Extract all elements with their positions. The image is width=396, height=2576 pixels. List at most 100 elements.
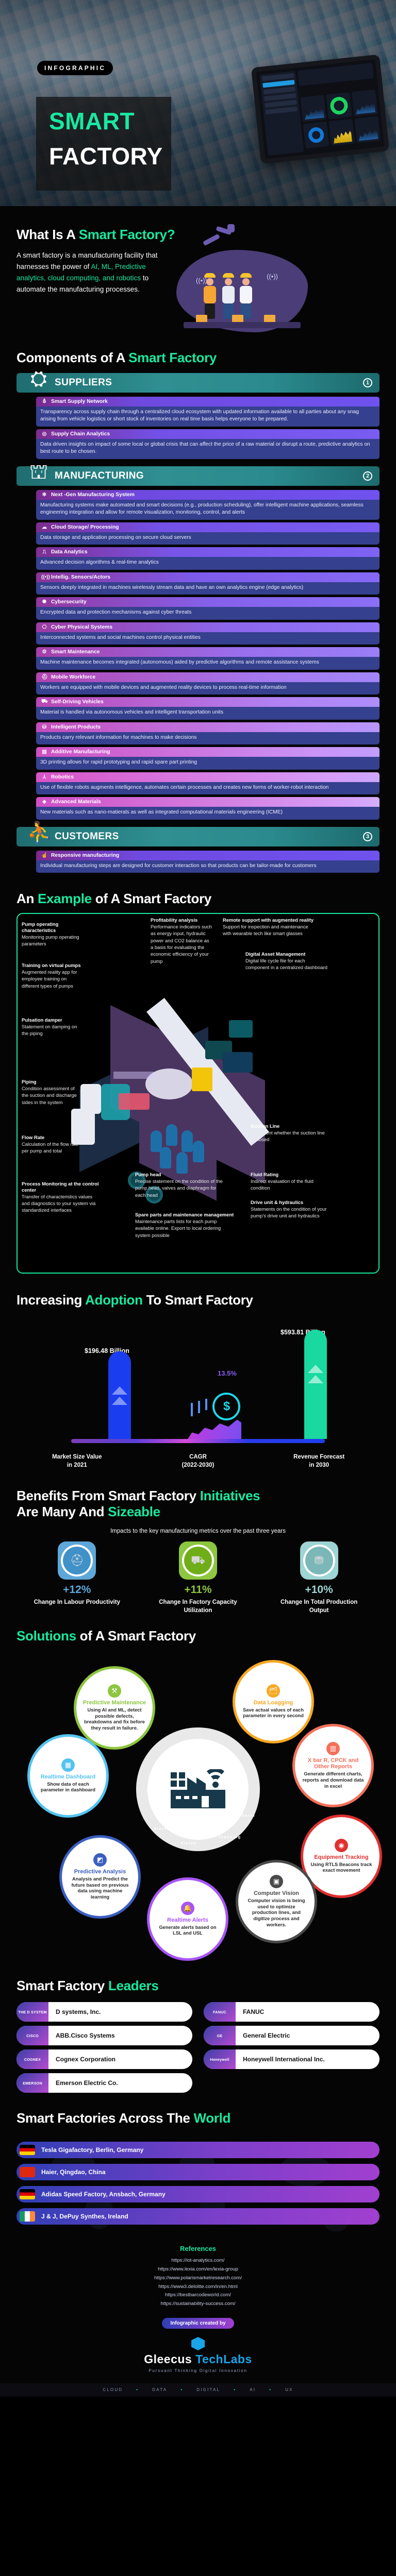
conveyor-belt: [184, 322, 301, 328]
brand-name: Gleecus TechLabs: [16, 2352, 380, 2366]
gear-icon: ⛃: [300, 1541, 338, 1580]
wheel-segment-label: Dashboard: [167, 1759, 195, 1765]
annotation-desc: Performance indicators such as energy in…: [151, 923, 212, 964]
annotation-desc: Indirect evaluation of the fluid conditi…: [251, 1178, 314, 1191]
annotation-title: Process Monitoring at the control center: [22, 1181, 99, 1193]
server-rack-icon: [192, 1067, 212, 1092]
world-row[interactable]: Haier, Qingdao, China: [16, 2164, 380, 2181]
component-card-header: ⛢Smart Supply Network: [36, 397, 380, 406]
benefit-value: +12%: [63, 1584, 91, 1596]
self-driving-icon: ⛟: [41, 699, 48, 705]
chart-label-0: Market Size Value in 2021: [16, 1453, 138, 1469]
component-card-header: ✻Next -Gen Manufacturing System: [36, 489, 380, 500]
monitor-icon: [229, 1020, 253, 1038]
bar-chart-icon: ⎍: [42, 549, 46, 555]
bar-revenue-forecast: [304, 1330, 327, 1439]
folder-stack-icon: 🗂: [267, 1684, 280, 1698]
credit-block: Infographic created by: [16, 2317, 380, 2329]
world-heading-plain: Smart Factories Across The: [16, 2110, 194, 2126]
world-heading: Smart Factories Across The World: [16, 2110, 380, 2126]
component-card-title: Additive Manufacturing: [51, 749, 110, 755]
component-card-header: ⛟Self-Driving Vehicles: [36, 697, 380, 707]
reference-link[interactable]: https://www.polarismarketresearch.com/: [154, 2275, 242, 2281]
adoption-heading-accent: Adoption: [85, 1292, 143, 1308]
world-row[interactable]: Adidas Speed Factory, Ansbach, Germany: [16, 2186, 380, 2203]
reference-link[interactable]: https://bestbarcodeworld.com/: [165, 2292, 231, 2298]
report-chart-icon: ▥: [326, 1742, 340, 1756]
solution-node-title: Realtime Alerts: [167, 1917, 208, 1924]
maintenance-gear-icon: ⚙: [42, 649, 47, 655]
category-title: MANUFACTURING: [55, 470, 144, 481]
solution-node-desc: Using RTLS Beacons track exact movement: [310, 1861, 372, 1873]
solution-node-title: Data Loagging: [253, 1700, 293, 1706]
reference-link[interactable]: https://iot-analytics.com/: [171, 2258, 225, 2264]
component-card-header: ◎Supply Chain Analytics: [36, 429, 380, 439]
reference-link[interactable]: https://www.lexia.com/en/lexia-group: [158, 2266, 238, 2273]
what-is-section: What Is A Smart Factory? A smart factory…: [0, 206, 396, 332]
footer-item: AI: [250, 2387, 256, 2393]
output-stack-icon: ⛃: [314, 1554, 324, 1567]
what-is-text-2: to automate the manufacturing processes.: [16, 274, 149, 294]
component-card-title: Supply Chain Analytics: [51, 431, 110, 437]
wheel-segment-label: Alerts: [154, 1826, 170, 1832]
component-card-desc: Data driven insights on impact of some l…: [36, 438, 380, 459]
world-row[interactable]: J & J, DePuy Synthes, Ireland: [16, 2208, 380, 2225]
shield-lock-icon: ✺: [42, 599, 47, 605]
solution-node-title: Predictive Maintenance: [82, 1700, 146, 1706]
flag-ireland-icon: [20, 2211, 35, 2222]
solutions-heading: Solutions of A Smart Factory: [16, 1628, 380, 1644]
reference-link[interactable]: https://www3.deloitte.com/in/en.html: [158, 2283, 238, 2290]
wheel-segment-label: Tracking: [219, 1835, 241, 1840]
leader-logo: EMERSON: [16, 2073, 48, 2093]
solution-node-title: Realtime Dashboard: [40, 1774, 96, 1781]
world-row[interactable]: Tesla Gigafactory, Berlin, Germany: [16, 2142, 380, 2159]
tablet-device-image: [251, 54, 390, 164]
turbine-icon: [128, 1172, 145, 1190]
benefits-section: Benefits From Smart Factory Initiatives …: [0, 1469, 396, 1615]
hand-touch-icon: ☝: [41, 852, 48, 858]
component-card-title: Cybersecurity: [51, 599, 87, 605]
footer-item: UX: [285, 2387, 293, 2393]
hero-banner: INFOGRAPHIC SMART FACTORY: [0, 0, 396, 206]
chart-label-1-line1: CAGR: [189, 1454, 207, 1461]
annotation-title: Pulsation damper: [22, 1017, 62, 1023]
walkway: [113, 1072, 154, 1079]
reference-link[interactable]: https://sustainability-success.com/: [160, 2301, 236, 2307]
annotation-desc: Precise statement on the condition of th…: [135, 1178, 223, 1198]
